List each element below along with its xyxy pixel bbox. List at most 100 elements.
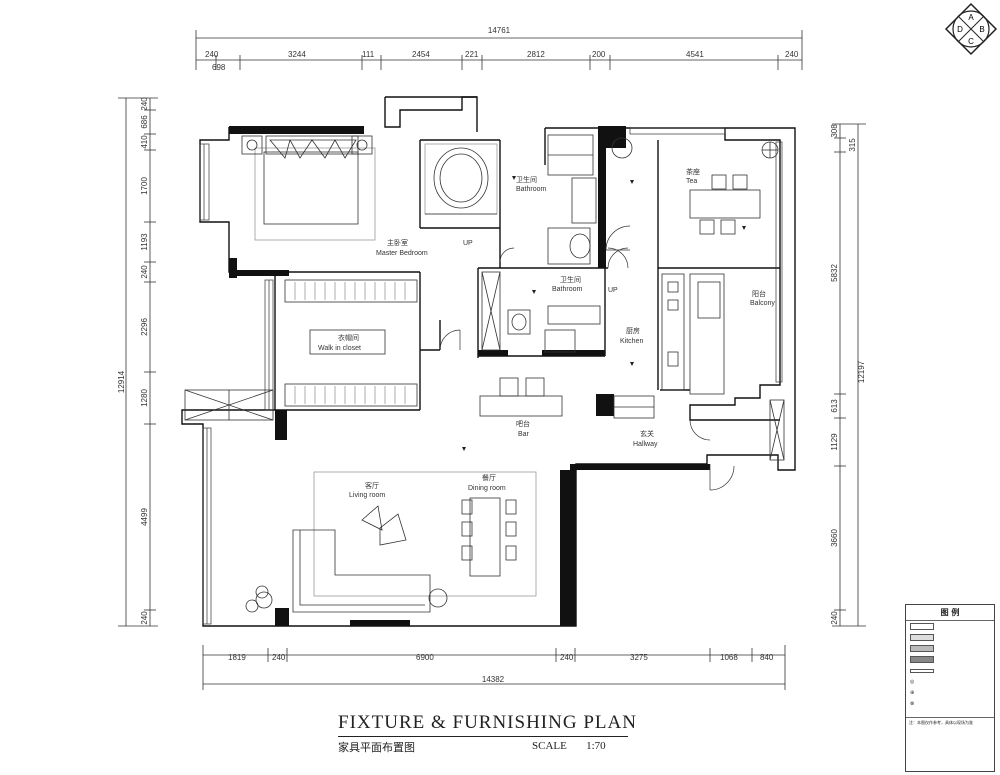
- bar-furniture: [479, 377, 655, 419]
- dim-left-total: 12914: [117, 370, 126, 393]
- dim-right-2: 315: [848, 138, 857, 152]
- bar-label-cn: 吧台: [516, 419, 530, 428]
- legend-box: 图 例 ◎ ⊕ ⊗ 注：本图仅作参考，具体以现场为准: [905, 604, 995, 772]
- balcony-label-cn: 阳台: [752, 289, 766, 298]
- title-underline: [338, 736, 628, 737]
- dim-top-5: 2454: [412, 50, 430, 59]
- legend-row: ⊗: [906, 698, 994, 709]
- master-bedroom-furniture: [241, 135, 376, 241]
- dim-left-5: 1193: [140, 233, 149, 251]
- dim-bottom-4: 240: [560, 653, 574, 662]
- walls: [181, 96, 796, 627]
- bathroom2-label-cn: 卫生间: [560, 275, 581, 284]
- legend-row: ◎: [906, 676, 994, 687]
- compass-a: A: [968, 13, 974, 22]
- legend-notes: 注：本图仅作参考，具体以现场为准: [906, 717, 994, 728]
- dim-left-3: 410: [140, 135, 149, 149]
- legend-swatch: [910, 656, 934, 663]
- legend-row: [906, 632, 994, 643]
- light-markers: [462, 176, 746, 451]
- tea-room-furniture: [689, 141, 779, 235]
- dim-right-5: 1129: [830, 433, 839, 451]
- dim-bottom-5: 3275: [630, 653, 648, 662]
- dim-bottom-total: 14382: [482, 675, 505, 684]
- kitchen-label-cn: 厨房: [626, 326, 640, 335]
- dim-top-1: 240: [205, 50, 219, 59]
- living-dining-furniture: [245, 471, 537, 613]
- dimension-labels: 14761 240 698 3244 111 2454 221 2812 200…: [117, 26, 866, 684]
- dim-bottom-7: 840: [760, 653, 774, 662]
- dim-bottom-3: 6900: [416, 653, 434, 662]
- legend-row: [906, 665, 994, 676]
- bathroom1-label-cn: 卫生间: [516, 175, 537, 184]
- legend-symbol-icon: ⊕: [910, 689, 915, 696]
- balcony-label: Balcony: [750, 300, 775, 307]
- living-label-cn: 客厅: [365, 481, 379, 490]
- solid-walls: [229, 126, 710, 626]
- dim-left-7: 2296: [140, 318, 149, 336]
- dining-label: Dining room: [468, 485, 506, 492]
- dim-top-6: 221: [465, 50, 479, 59]
- doors: [439, 247, 735, 491]
- legend-title: 图 例: [906, 605, 994, 621]
- bathroom2-label: Bathroom: [552, 286, 583, 293]
- dim-top-total: 14761: [488, 26, 511, 35]
- dim-top-7: 2812: [527, 50, 545, 59]
- bathroom1-label: Bathroom: [516, 186, 547, 193]
- bath-area-furniture: [424, 143, 498, 215]
- compass-b: B: [979, 25, 984, 34]
- plan-subtitle-cn: 家具平面布置图: [338, 741, 415, 754]
- compass-c: C: [968, 37, 974, 46]
- dim-right-total: 12197: [857, 360, 866, 383]
- legend-row: ⊕: [906, 687, 994, 698]
- dim-left-6: 240: [140, 265, 149, 279]
- compass-icon: A B C D: [944, 2, 998, 56]
- dim-left-2: 686: [140, 115, 149, 129]
- dim-bottom-2: 240: [272, 653, 286, 662]
- up-label-1: UP: [463, 240, 473, 247]
- master-label: Master Bedroom: [376, 250, 428, 257]
- legend-symbol-icon: ⊗: [910, 700, 915, 707]
- tea-label: Tea: [686, 178, 697, 185]
- legend-row: [906, 621, 994, 632]
- dim-top-3: 3244: [288, 50, 306, 59]
- dim-top-9: 4541: [686, 50, 704, 59]
- hallway-label: Hallway: [633, 441, 658, 448]
- legend-swatch: [910, 668, 934, 673]
- bathroom-2-fixtures: [481, 271, 601, 353]
- room-labels: 卫生间 Bathroom 茶座 Tea 主卧室 Master Bedroom U…: [318, 167, 775, 499]
- balcony-fixtures: [769, 399, 785, 461]
- dim-top-8: 200: [592, 50, 606, 59]
- master-label-cn: 主卧室: [387, 238, 408, 247]
- kitchen-fixtures: [661, 273, 725, 395]
- dim-right-3: 5832: [830, 264, 839, 282]
- legend-swatch: [910, 623, 934, 630]
- legend-swatch: [910, 634, 934, 641]
- plan-title: FIXTURE & FURNISHING PLAN: [338, 712, 637, 733]
- closet-furniture: [184, 279, 418, 421]
- plan-scale: SCALE 1:70: [532, 740, 606, 752]
- bathroom-1-fixtures: [547, 134, 633, 265]
- dim-top-10: 240: [785, 50, 799, 59]
- closet-label: Walk in closet: [318, 345, 361, 352]
- living-label: Living room: [349, 492, 385, 499]
- up-label-2: UP: [608, 287, 618, 294]
- dim-left-1: 240: [140, 97, 149, 111]
- scale-value: 1:70: [586, 740, 606, 752]
- kitchen-label: Kitchen: [620, 338, 643, 345]
- compass-d: D: [957, 25, 963, 34]
- hallway-label-cn: 玄关: [640, 429, 654, 438]
- dim-bottom-1: 1819: [228, 653, 246, 662]
- tea-label-cn: 茶座: [686, 167, 700, 176]
- legend-row: [906, 654, 994, 665]
- dim-right-4: 613: [830, 399, 839, 413]
- dim-left-4: 1700: [140, 177, 149, 195]
- dim-left-8: 1280: [140, 389, 149, 407]
- dimension-lines: [118, 30, 866, 690]
- dim-right-6: 3660: [830, 529, 839, 547]
- scale-label: SCALE: [532, 740, 567, 752]
- dim-left-10: 240: [140, 611, 149, 625]
- dim-right-1: 308: [830, 124, 839, 138]
- dim-top-2: 698: [212, 63, 226, 72]
